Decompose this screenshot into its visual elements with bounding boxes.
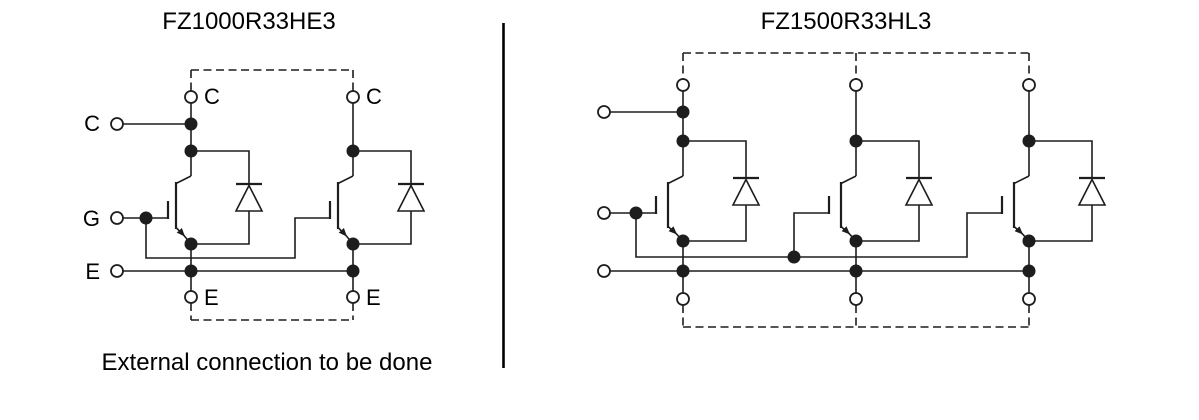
junction-dot [346,264,360,278]
left-bottom-terminal-label-1: E [204,285,219,310]
junction-dot [676,134,690,148]
right-bottom-emitter-terminal-2 [849,292,863,306]
left-module-caption: External connection to be done [102,349,433,376]
junction-dot [1022,134,1036,148]
diode-triangle [396,183,426,212]
right-diode-symbol-3 [1077,176,1107,206]
left-collector-input-label: C [84,111,100,136]
left-top-terminal-label-1: C [204,84,220,109]
diode-triangle [904,177,934,206]
junction-dot [849,234,863,248]
junction-dot [184,264,198,278]
igbt-collector-lead [667,175,684,185]
diode-triangle [731,177,761,206]
right-diode-symbol-1 [731,176,761,206]
left-bottom-terminal-label-2: E [366,285,381,310]
left-igbt-symbol-2 [328,175,354,245]
junction-dot [184,117,198,131]
igbt-collector-lead [337,175,354,185]
left-module-title: FZ1000R33HE3 [162,8,335,35]
right-wiring [610,91,1093,293]
left-top-terminal-label-2: C [366,84,382,109]
right-igbt-symbol-1 [654,175,684,242]
junction-dot [184,144,198,158]
diode-triangle [234,183,264,212]
left-emitter-input-terminal [110,264,124,278]
left-bottom-emitter-terminal-2 [346,290,360,304]
igbt-collector-lead [1013,175,1030,185]
left-igbt-symbol-1 [166,175,192,245]
right-bottom-emitter-terminal-1 [676,292,690,306]
junction-dot [676,234,690,248]
left-top-collector-terminal-2 [346,90,360,104]
left-module: FZ1000R33HE3 C G E C C E E External conn… [83,8,433,376]
left-collector-input-terminal [110,117,124,131]
left-terminal-circles [110,90,360,304]
left-junction-dots [139,117,360,278]
left-wiring [123,103,412,291]
junction-dot [184,237,198,251]
left-emitter-input-label: E [85,259,100,284]
right-module-title: FZ1500R33HL3 [761,8,932,35]
left-diode-symbol-2 [396,182,426,212]
left-top-collector-terminal-1 [184,90,198,104]
left-external-connection-dashed-bus [190,69,354,321]
right-top-collector-terminal-2 [849,78,863,92]
junction-dot [139,211,153,225]
right-collector-input-terminal [597,105,611,119]
junction-dot [629,206,643,220]
right-emitter-input-terminal [597,264,611,278]
diode-triangle [1077,177,1107,206]
junction-dot [1022,234,1036,248]
left-bottom-emitter-terminal-1 [184,290,198,304]
right-bottom-emitter-terminal-3 [1022,292,1036,306]
igbt-collector-lead [175,175,192,185]
junction-dot [1022,264,1036,278]
right-igbt-symbol-3 [1000,175,1030,242]
junction-dot [346,237,360,251]
right-top-collector-terminal-1 [676,78,690,92]
right-junction-dots [629,105,1036,278]
right-top-collector-terminal-3 [1022,78,1036,92]
right-diode-symbol-2 [904,176,934,206]
right-igbt-symbol-2 [827,175,857,242]
igbt-collector-lead [840,175,857,185]
right-gate-input-terminal [597,206,611,220]
junction-dot [849,134,863,148]
junction-dot [676,105,690,119]
right-module: FZ1500R33HL3 [597,8,1107,328]
junction-dot [849,264,863,278]
right-external-connection-dashed-bus [682,52,1030,328]
left-gate-input-label: G [83,206,100,231]
junction-dot [346,144,360,158]
junction-dot [676,264,690,278]
left-gate-input-terminal [110,211,124,225]
junction-dot [787,250,801,264]
left-diode-symbol-1 [234,182,264,212]
right-terminal-circles [597,78,1036,306]
